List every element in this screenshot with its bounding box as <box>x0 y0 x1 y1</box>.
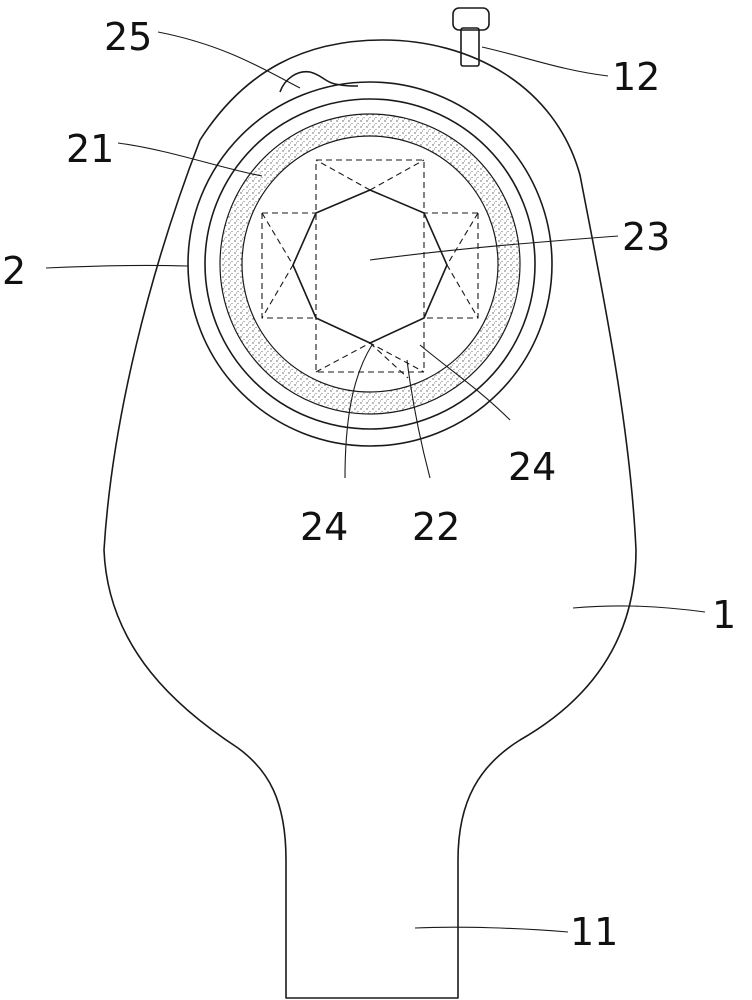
label-11: 11 <box>570 910 618 954</box>
label-25: 25 <box>104 15 152 59</box>
label-24-left: 24 <box>300 505 348 549</box>
bag-body-outline <box>104 40 636 998</box>
label-21: 21 <box>66 127 114 171</box>
flange-outer-ring <box>188 82 552 446</box>
leader-21 <box>118 143 262 176</box>
flange-inner-ring <box>205 99 535 429</box>
label-24-right: 24 <box>508 445 556 489</box>
label-1: 1 <box>712 593 736 637</box>
label-22: 22 <box>412 505 460 549</box>
leader-2 <box>46 265 188 268</box>
adhesive-ring-inner-edge <box>242 136 498 392</box>
label-23: 23 <box>622 215 670 259</box>
adhesive-ring <box>220 114 520 414</box>
drain-valve <box>453 8 489 66</box>
leader-23 <box>370 236 618 260</box>
leader-1 <box>573 606 705 612</box>
leader-25 <box>158 32 300 88</box>
label-2: 2 <box>2 249 26 293</box>
label-12: 12 <box>612 55 660 99</box>
leader-11 <box>415 927 568 932</box>
